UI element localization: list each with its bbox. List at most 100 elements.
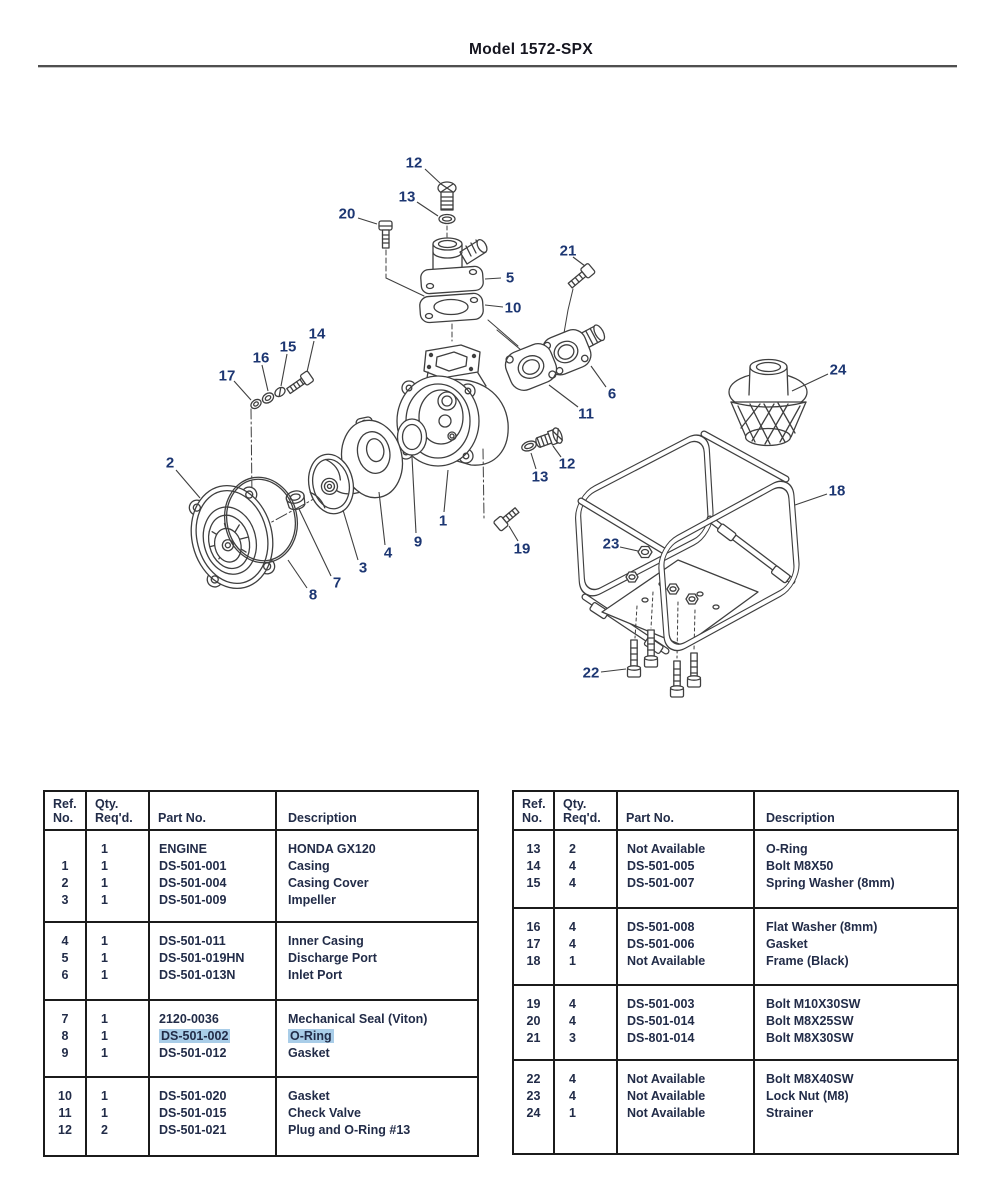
callout-label: 13	[532, 469, 549, 486]
group-spacer-row	[513, 1047, 958, 1060]
qty-cell: 1	[553, 953, 617, 970]
callout-label: 16	[253, 350, 270, 367]
callout-leader-line	[508, 525, 519, 542]
callout-leader-line	[443, 469, 449, 513]
title-divider	[38, 65, 957, 69]
ref-no-cell: 23	[526, 1089, 541, 1103]
callout-leader-line	[600, 668, 627, 673]
ref-no-cell: 16	[526, 920, 541, 934]
group-spacer-row	[513, 970, 958, 985]
highlighted-text: DS-501-002	[159, 1029, 231, 1043]
qty-cell: 4	[553, 908, 617, 936]
callout-label: 22	[583, 665, 600, 682]
part-no-cell: DS-501-011	[148, 922, 276, 950]
description-cell: Gasket	[275, 1077, 478, 1105]
description-cell: Check Valve	[275, 1105, 478, 1122]
ref-no-cell: 15	[526, 876, 541, 890]
callout-label: 9	[414, 534, 422, 551]
qty-cell: 1	[85, 1000, 149, 1028]
bolt-part-19	[493, 507, 520, 532]
callout-label: 18	[829, 483, 846, 500]
callout-leader-line	[306, 340, 315, 373]
part-no-cell: DS-501-008	[616, 908, 754, 936]
ref-no-cell: 14	[526, 859, 541, 873]
callout-label: 1	[439, 513, 447, 530]
callout-leader-line	[552, 445, 562, 458]
callout-leader-line	[548, 384, 579, 408]
gasket-part-10	[419, 292, 484, 324]
lock-nut-part	[637, 545, 653, 559]
description-cell: Plug and O-Ring #13	[275, 1122, 478, 1139]
callout-leader-line	[619, 546, 639, 552]
ref-no-cell: 22	[526, 1072, 541, 1086]
ref-no-cell: 10	[58, 1089, 72, 1103]
callout-label: 4	[384, 545, 393, 562]
column-header: Description	[753, 791, 958, 831]
callout-leader-line	[484, 277, 502, 280]
callout-leader-line	[484, 304, 504, 308]
bolt-part-20	[378, 220, 393, 249]
part-no-cell: 2120-0036	[148, 1000, 276, 1028]
qty-cell: 4	[553, 1013, 617, 1030]
callout-label: 5	[506, 270, 514, 287]
callout-leader-line	[411, 456, 417, 534]
callout-label: 13	[399, 189, 416, 206]
column-header: Qty.Req'd.	[85, 791, 149, 831]
group-spacer-row	[44, 984, 478, 1000]
description-cell: Frame (Black)	[753, 953, 958, 970]
part-no-cell: DS-501-003	[616, 985, 754, 1013]
part-no-cell: DS-501-014	[616, 1013, 754, 1030]
spring-washer-part-15	[274, 386, 286, 398]
callout-leader-line	[298, 508, 332, 577]
callout-label: 12	[406, 155, 423, 172]
callout-label: 21	[560, 243, 577, 260]
callout-leader-line	[378, 491, 386, 546]
qty-cell: 4	[553, 936, 617, 953]
callout-leader-line	[280, 353, 288, 387]
callout-leader-line	[794, 493, 828, 506]
callout-leader-line	[424, 168, 442, 185]
ref-no-cell: 5	[61, 951, 69, 965]
part-no-cell: Not Available	[616, 1105, 754, 1122]
column-header: Ref.No.	[513, 791, 554, 831]
bolt-part-22	[626, 639, 642, 678]
washer-part-17	[250, 398, 262, 410]
part-no-cell: DS-801-014	[616, 1030, 754, 1047]
ref-no-cell: 2	[61, 876, 69, 890]
bolt-part-22	[686, 652, 702, 688]
description-cell: Bolt M8X40SW	[753, 1060, 958, 1088]
qty-cell: 1	[553, 1105, 617, 1122]
bolt-part-14	[286, 370, 314, 395]
qty-cell: 2	[553, 830, 617, 858]
callout-leader-line	[233, 380, 252, 401]
callout-leader-line	[572, 256, 586, 267]
qty-cell: 1	[85, 892, 149, 909]
bolt-part-22	[643, 629, 659, 668]
callout-label: 20	[339, 206, 356, 223]
o-ring-part-top	[438, 213, 456, 225]
discharge-flange-part	[420, 265, 484, 295]
callout-label: 15	[280, 339, 297, 356]
strainer-part	[728, 358, 808, 447]
page-title: Model 1572-SPX	[469, 41, 593, 58]
callout-label: 12	[559, 456, 576, 473]
